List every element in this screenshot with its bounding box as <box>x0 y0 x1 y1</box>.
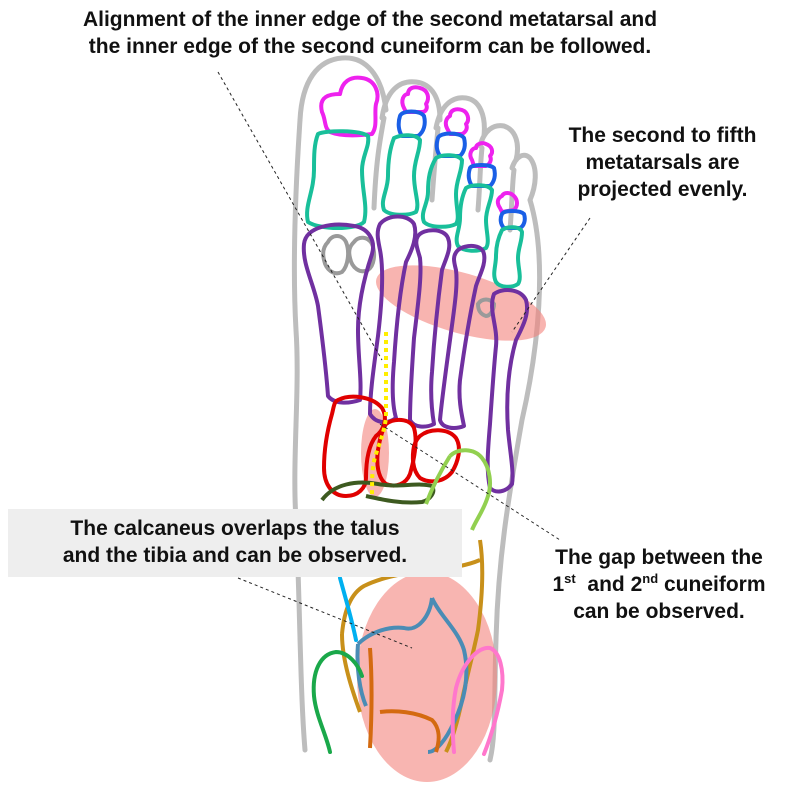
toe-outline-fifth <box>509 152 538 203</box>
middle-phalanges <box>396 109 527 230</box>
cuneiforms <box>322 394 461 498</box>
calcaneus <box>355 597 469 754</box>
metatarsals <box>301 214 529 494</box>
proximal-phalanx-1 <box>305 129 371 230</box>
annotation-metatarsals: The second to fifth metatarsals are proj… <box>530 122 795 203</box>
metatarsal-4 <box>438 243 487 430</box>
annotation-gap-num-1: 1 <box>552 573 565 596</box>
metatarsal-3 <box>408 228 452 429</box>
toe-web-4 <box>507 167 517 233</box>
leader-line-alignment <box>217 71 383 361</box>
annotation-metatarsals-line-3: projected evenly. <box>577 178 748 201</box>
annotation-alignment-line-1: Alignment of the inner edge of the secon… <box>82 8 658 31</box>
calcaneus-inner-outline <box>368 647 441 753</box>
distal-phalanx-5 <box>495 191 519 214</box>
middle-phalanx-2 <box>396 109 427 138</box>
foot-outline-left <box>291 117 308 753</box>
medial-cuneiform <box>322 394 387 498</box>
sesamoid-medial <box>321 234 351 276</box>
pink-bone-outline <box>450 645 505 756</box>
annotation-gap-sup-2: nd <box>642 571 659 586</box>
calcaneus-highlight <box>357 572 497 782</box>
annotation-gap: The gap between the 1st and 2nd cuneifor… <box>518 544 800 625</box>
annotation-metatarsals-line-1: The second to fifth <box>568 124 757 147</box>
metatarsal-1 <box>301 222 375 405</box>
tibia <box>338 576 358 642</box>
annotation-alignment: Alignment of the inner edge of the secon… <box>10 6 730 60</box>
annotation-alignment-line-2: the inner edge of the second cuneiform c… <box>88 35 652 58</box>
leader-line-metatarsals <box>511 217 591 333</box>
cuboid <box>424 448 492 531</box>
toe-outline-second <box>379 79 443 123</box>
leader-line-calcaneus <box>237 577 413 649</box>
annotation-metatarsals-line-2: metatarsals are <box>585 151 740 174</box>
toe-outline-big <box>297 55 389 123</box>
middle-phalanx-5 <box>498 209 527 230</box>
distal-phalanx-3 <box>443 107 471 136</box>
annotation-calcaneus: The calcaneus overlaps the talus and the… <box>8 509 462 577</box>
toe-web-1 <box>371 115 387 211</box>
pink-bone <box>450 645 505 756</box>
proximal-phalanges <box>305 129 524 289</box>
distal-phalanx-2 <box>400 85 430 114</box>
cuboid-outline <box>424 448 492 531</box>
proximal-phalanx-5 <box>492 225 524 289</box>
annotation-gap-line-3: can be observed. <box>573 600 745 623</box>
annotation-gap-line-2: 1st and 2nd cuneiform <box>518 571 800 598</box>
proximal-phalanx-2 <box>380 133 422 217</box>
calcaneus-inner <box>368 647 441 753</box>
calcaneus-outline <box>355 597 469 754</box>
annotation-gap-rest: cuneiform <box>658 573 766 596</box>
fibula-outline <box>311 649 364 754</box>
annotation-calcaneus-line-1: The calcaneus overlaps the talus <box>70 517 400 540</box>
proximal-phalanx-3 <box>420 153 464 229</box>
tibia-outline <box>338 576 358 642</box>
annotation-gap-line-1: The gap between the <box>555 546 763 569</box>
proximal-phalanx-4 <box>454 183 494 253</box>
alignment-guide <box>370 332 388 497</box>
toe-outline-fourth <box>477 123 520 163</box>
annotation-calcaneus-line-2: and the tibia and can be observed. <box>62 544 408 567</box>
metatarsal-5 <box>485 288 529 494</box>
annotation-gap-sup-1: st <box>564 571 576 586</box>
toe-outline-third <box>433 95 487 139</box>
alignment-guide-line <box>370 332 388 497</box>
metatarsal-2 <box>368 214 418 425</box>
middle-phalanx-3 <box>434 131 467 158</box>
annotation-gap-and: and 2 <box>587 573 643 596</box>
distal-phalanx-4 <box>468 141 495 168</box>
fibula <box>311 649 364 754</box>
distal-phalanx-1 <box>319 75 380 138</box>
middle-phalanx-4 <box>466 163 497 188</box>
leader-lines <box>217 71 591 649</box>
toe-web-3 <box>475 145 485 213</box>
